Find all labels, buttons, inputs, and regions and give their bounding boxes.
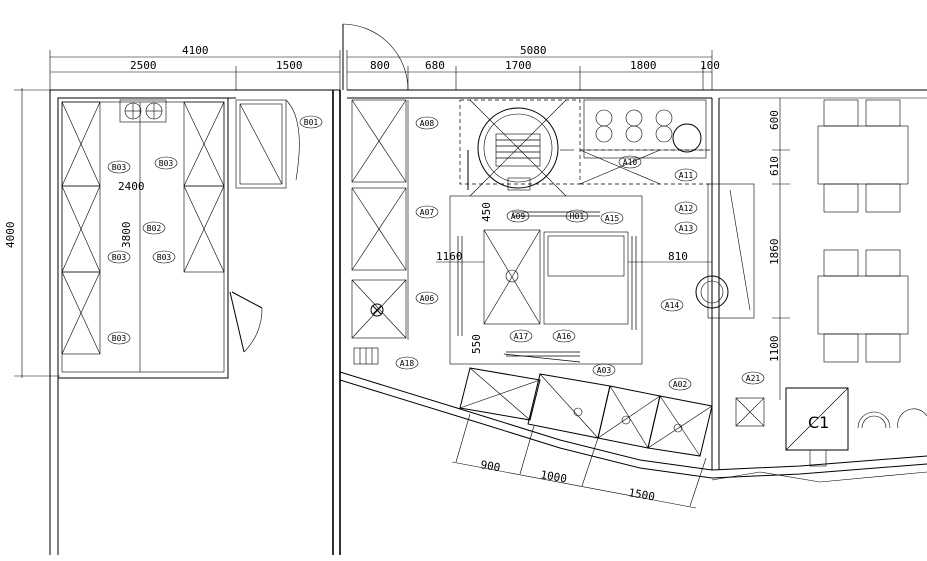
svg-text:B03: B03	[112, 163, 127, 172]
dim-right-c: 1860	[768, 239, 781, 266]
tag-a11: A11	[674, 168, 698, 182]
dim-top-left-total: 4100	[182, 44, 209, 57]
svg-text:A08: A08	[420, 119, 435, 128]
svg-text:A06: A06	[420, 294, 435, 303]
dim-top-right-e: 100	[700, 59, 720, 72]
angled-counters: A03 A02	[459, 353, 713, 457]
svg-text:A18: A18	[400, 359, 415, 368]
dim-top-right-total: 5080	[520, 44, 547, 57]
svg-text:A07: A07	[420, 208, 435, 217]
tag-a10: A10	[618, 155, 642, 169]
tag-a08: A08	[415, 116, 439, 130]
dim-cold-room-height: 3800	[120, 222, 133, 249]
dim-top-right-a: 800	[370, 59, 390, 72]
cold-room: 2400 3800	[61, 99, 263, 373]
arched-openings	[857, 408, 927, 429]
column-c1-label: C1	[808, 413, 829, 432]
tag-a07: A07	[415, 205, 439, 219]
dim-cold-room-width: 2400	[118, 180, 145, 193]
cooking-line: A10 A11	[459, 99, 712, 197]
dim-right-a: 600	[768, 110, 781, 130]
corridor-door	[342, 23, 409, 91]
svg-text:A14: A14	[665, 301, 680, 310]
right-dimensions: 600 610 1860 1100	[768, 98, 790, 400]
svg-text:B03: B03	[112, 253, 127, 262]
svg-text:B03: B03	[157, 253, 172, 262]
pass-counter: A12 A13 A14	[660, 183, 755, 400]
dim-bottom-a: 900	[479, 458, 501, 474]
tag-a02: A02	[668, 377, 692, 391]
tag-a15: A15	[600, 211, 624, 225]
svg-text:A15: A15	[605, 214, 620, 223]
left-dimension: 4000	[4, 88, 60, 378]
dim-top-left-a: 2500	[130, 59, 157, 72]
tag-a06: A06	[415, 291, 439, 305]
svg-text:A12: A12	[679, 204, 694, 213]
svg-text:H01: H01	[570, 212, 585, 221]
cold-room-shelves-left	[61, 101, 101, 355]
dim-bottom-c: 1500	[627, 486, 655, 503]
svg-text:A16: A16	[557, 332, 572, 341]
dim-top-right-b: 680	[425, 59, 445, 72]
svg-text:B03: B03	[159, 159, 174, 168]
svg-text:B01: B01	[304, 118, 319, 127]
tag-a17: A17	[509, 329, 533, 343]
tag-a13: A13	[674, 221, 698, 235]
refrigerator-column: A08 A07 A06 A18	[351, 99, 439, 370]
svg-text:A02: A02	[673, 380, 688, 389]
svg-text:B03: B03	[112, 334, 127, 343]
tag-b03-3: B03	[107, 250, 131, 264]
svg-text:B02: B02	[147, 224, 162, 233]
tag-b02: B02	[142, 221, 166, 235]
dim-top-right-c: 1700	[505, 59, 532, 72]
unit-a21: A21	[735, 371, 765, 427]
cold-room-shelves-right	[183, 101, 225, 273]
dim-top-left-b: 1500	[276, 59, 303, 72]
svg-text:A09: A09	[511, 212, 526, 221]
dim-island-left: 1160	[436, 250, 463, 263]
tag-b03-1: B03	[107, 160, 131, 174]
tag-a03: A03	[592, 363, 616, 377]
column-c1: C1	[785, 387, 849, 467]
tag-a18: A18	[395, 356, 419, 370]
svg-text:A17: A17	[514, 332, 529, 341]
tag-a14: A14	[660, 298, 684, 312]
dining-tables	[817, 99, 909, 363]
dim-island-right: 810	[668, 250, 688, 263]
tag-a21: A21	[741, 371, 765, 385]
top-dimension-chain: 4100 2500 1500 5080 800 680 1700 1800 10…	[49, 44, 720, 90]
svg-text:A13: A13	[679, 224, 694, 233]
tag-a09: A09	[506, 209, 530, 223]
tag-a12: A12	[674, 201, 698, 215]
central-island: 1160 810 450 550 A09 H01 A15 A17 A16	[436, 195, 712, 365]
dim-top-right-d: 1800	[630, 59, 657, 72]
svg-text:A21: A21	[746, 374, 761, 383]
dim-island-top: 450	[480, 202, 493, 222]
svg-text:A03: A03	[597, 366, 612, 375]
bottom-dimension-chain: 900 1000 1500	[451, 413, 707, 509]
dim-left-vertical: 4000	[4, 222, 17, 249]
tag-b03-4: B03	[152, 250, 176, 264]
tag-b03-5: B03	[107, 331, 131, 345]
svg-text:A10: A10	[623, 158, 638, 167]
dim-right-b: 610	[768, 156, 781, 176]
tag-b01: B01	[299, 115, 323, 129]
tag-b03-2: B03	[154, 156, 178, 170]
walls	[49, 89, 927, 555]
dim-island-bottom: 550	[470, 334, 483, 354]
tag-a16: A16	[552, 329, 576, 343]
dim-right-d: 1100	[768, 336, 781, 363]
dim-bottom-b: 1000	[539, 468, 567, 485]
tag-h01: H01	[565, 209, 589, 223]
freezer-b01: B01	[235, 99, 323, 189]
svg-text:A11: A11	[679, 171, 694, 180]
